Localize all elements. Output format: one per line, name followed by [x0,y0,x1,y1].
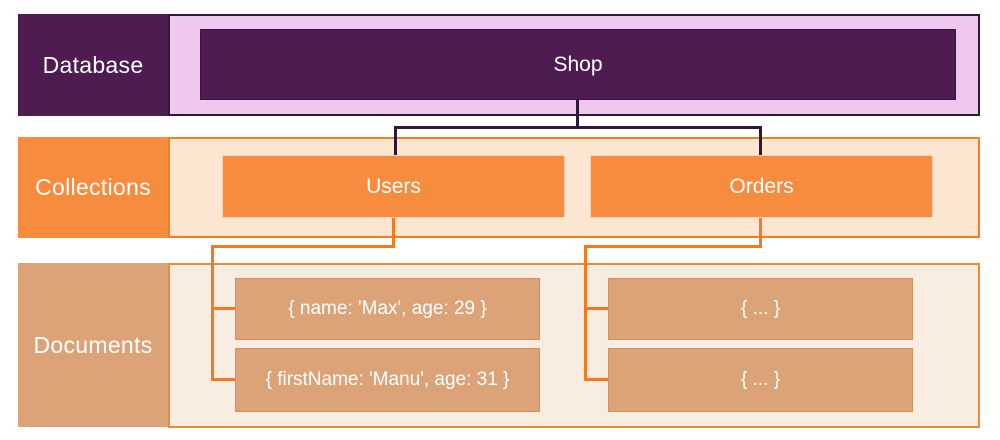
connector-users-elbow [211,245,395,248]
connector-users-doc1-stub [214,307,235,310]
connector-orders-stem [759,218,762,248]
document-node-users-2: { firstName: 'Manu', age: 31 } [235,348,540,412]
connector-to-users [394,129,397,155]
connector-shop-stem [576,100,579,129]
connector-orders-doc1-stub [587,307,608,310]
connector-users-stem [392,218,395,248]
connector-orders-elbow [584,245,762,248]
connector-to-orders [759,129,762,155]
row-label-documents: Documents [18,263,168,427]
connector-orders-rail [584,245,587,381]
document-node-users-1: { name: 'Max', age: 29 } [235,278,540,340]
connector-users-rail [211,245,214,381]
row-label-database: Database [18,14,168,116]
connector-shop-branch [394,126,762,129]
collection-node-orders: Orders [590,155,933,218]
connector-users-doc2-stub [214,378,235,381]
connector-orders-doc2-stub [587,378,608,381]
row-label-collections: Collections [18,137,168,238]
document-node-orders-1: { ... } [608,278,913,340]
document-node-orders-2: { ... } [608,348,913,412]
database-node-shop: Shop [200,29,956,100]
collection-node-users: Users [222,155,565,218]
